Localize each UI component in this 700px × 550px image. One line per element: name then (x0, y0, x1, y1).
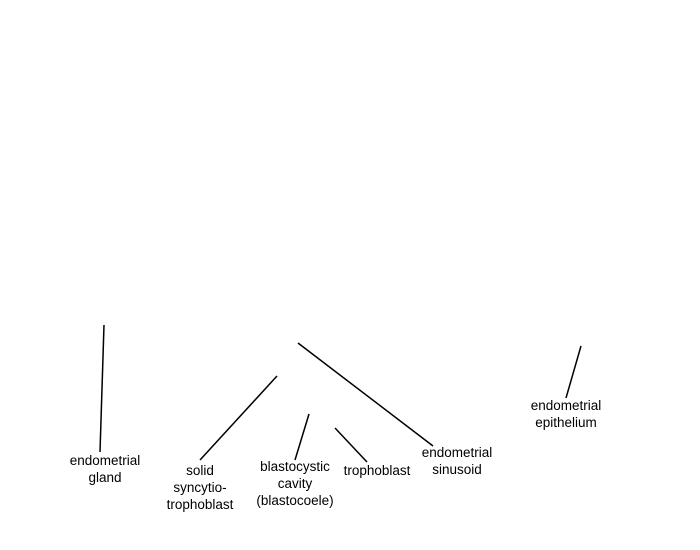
leader-line-solid-syncytiotrophoblast (199, 375, 278, 461)
label-line: sinusoid (432, 462, 482, 477)
label-line: (blastocoele) (256, 493, 334, 508)
label-line: trophoblast (166, 497, 234, 512)
leader-line-endometrial-gland (99, 324, 105, 453)
label-line: endometrial (530, 398, 602, 413)
label-line: syncytio- (173, 480, 227, 495)
label-line: solid (186, 463, 214, 478)
label-solid-syncytiotrophoblast: solid syncytio- trophoblast (150, 462, 250, 513)
leader-line-endometrial-sinusoid (297, 342, 434, 447)
label-endometrial-sinusoid: endometrial sinusoid (407, 444, 507, 478)
leader-line-blastocystic-cavity (294, 413, 310, 461)
label-line: blastocystic (260, 459, 330, 474)
label-line: trophoblast (343, 463, 411, 478)
label-line: gland (88, 470, 122, 485)
label-trophoblast: trophoblast (327, 462, 427, 479)
label-line: endometrial (69, 453, 141, 468)
label-blastocystic-cavity: blastocystic cavity (blastocoele) (245, 458, 345, 509)
leader-line-trophoblast (334, 427, 368, 463)
label-line: epithelium (535, 415, 597, 430)
label-line: cavity (277, 476, 313, 491)
label-endometrial-epithelium: endometrial epithelium (516, 397, 616, 431)
label-endometrial-gland: endometrial gland (55, 452, 155, 486)
leader-line-endometrial-epithelium (565, 345, 582, 399)
label-line: endometrial (421, 445, 493, 460)
